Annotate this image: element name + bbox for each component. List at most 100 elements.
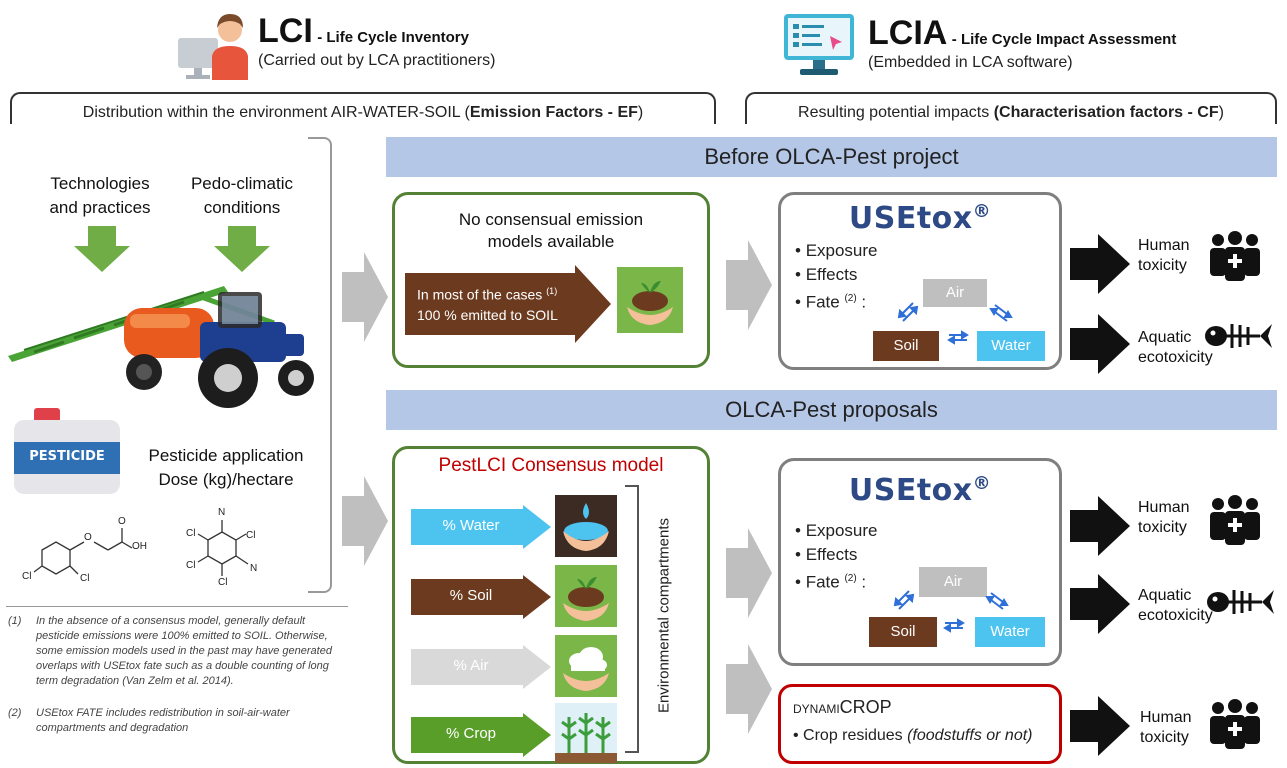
flow-arrow-before bbox=[342, 252, 388, 342]
water-chip: Water bbox=[975, 617, 1045, 647]
dynamicrop-box: DYNAMICROP • Crop residues (foodstuffs o… bbox=[778, 684, 1062, 764]
usetox-fate-colon: : bbox=[856, 572, 867, 592]
usetox-item-text: Exposure bbox=[805, 241, 878, 260]
usetox-fate-colon: : bbox=[856, 292, 867, 312]
lci-note: (Carried out by LCA practitioners) bbox=[258, 52, 496, 69]
fish-skeleton-icon bbox=[1205, 324, 1272, 348]
mol-atom: Cl bbox=[22, 571, 32, 582]
pedo-down-arrow bbox=[214, 226, 270, 272]
before-box-line1: No consensual emission bbox=[458, 210, 644, 229]
usetox-logo: USEtox® bbox=[781, 473, 1059, 508]
pestlci-title: PestLCI Consensus model bbox=[438, 455, 664, 476]
pedo-line1: Pedo-climatic bbox=[190, 174, 294, 193]
footnote-1-text: In the absence of a consensus model, gen… bbox=[36, 615, 332, 687]
human-line2: toxicity bbox=[1140, 729, 1189, 746]
lci-subtitle: - Life Cycle Inventory bbox=[317, 29, 469, 46]
dynamicrop-item-italic: (foodstuffs or not) bbox=[907, 727, 1033, 744]
usetox-item-exposure: • Exposure bbox=[795, 241, 878, 260]
left-bracket bbox=[308, 137, 332, 593]
lci-header: LCI - Life Cycle Inventory (Carried out … bbox=[170, 8, 570, 80]
human-toxicity-label: Human toxicity bbox=[1140, 708, 1192, 748]
air-arrow-label: % Air bbox=[453, 657, 489, 674]
lci-bracket bbox=[10, 92, 716, 124]
lcia-bar-text: Resulting potential impacts (Characteris… bbox=[745, 104, 1277, 122]
pesticide-label: PESTICIDE bbox=[29, 449, 105, 464]
tech-line1: Technologies bbox=[50, 174, 150, 193]
soil-arrow bbox=[411, 575, 551, 619]
lcia-note: (Embedded in LCA software) bbox=[868, 54, 1073, 71]
human-line2: toxicity bbox=[1138, 257, 1187, 274]
application-label: Pesticide application Dose (kg)/hectare bbox=[126, 444, 326, 492]
arrow-to-dynamicrop bbox=[726, 644, 772, 734]
usetox-item-text: Fate bbox=[805, 292, 840, 312]
lci-bar-end: ) bbox=[637, 104, 644, 121]
human-line2: toxicity bbox=[1138, 519, 1187, 536]
human-line1: Human bbox=[1140, 709, 1192, 726]
lcia-bracket bbox=[745, 92, 1277, 124]
dynamicrop-title: DYNAMICROP bbox=[793, 697, 892, 718]
arrow-to-usetox-before bbox=[726, 240, 772, 330]
water-chip: Water bbox=[977, 331, 1045, 361]
soil-in-hands-icon bbox=[617, 267, 683, 333]
people-icon bbox=[1210, 699, 1260, 749]
lcia-subtitle: - Life Cycle Impact Assessment bbox=[951, 31, 1177, 48]
footnote-separator bbox=[6, 606, 348, 607]
usetox-logo-text: USEtox bbox=[848, 473, 973, 508]
aquatic-line2: ecotoxicity bbox=[1138, 349, 1213, 366]
lcia-bar-end: ) bbox=[1218, 104, 1224, 121]
air-chip: Air bbox=[923, 279, 987, 307]
footnote-2-text: USEtox FATE includes redistribution in s… bbox=[36, 707, 290, 734]
mol-atom: Cl bbox=[186, 560, 196, 571]
fate-exchange-arrows bbox=[897, 302, 1013, 345]
before-emission-box: No consensual emission models available … bbox=[392, 192, 710, 368]
lci-bar-plain: Distribution within the environment AIR-… bbox=[82, 104, 470, 121]
usetox-item-fate: • Fate (2) : bbox=[795, 292, 867, 312]
tech-line2: and practices bbox=[49, 198, 151, 217]
usetox-list: • Exposure • Effects • Fate (2) : bbox=[795, 239, 878, 315]
usetox-box-proposals: USEtox® • Exposure • Effects • Fate (2) … bbox=[778, 458, 1062, 666]
before-box-line2: models available bbox=[487, 232, 615, 251]
molecule-structures bbox=[33, 520, 249, 576]
dynamicrop-title-small: DYNAMI bbox=[793, 702, 840, 716]
usetox-item-text: Exposure bbox=[805, 521, 878, 540]
mol-atom: N bbox=[218, 507, 226, 518]
mol-atom: Cl bbox=[218, 577, 228, 588]
before-arrow-line1: In most of the cases bbox=[417, 286, 543, 303]
water-arrow bbox=[411, 505, 551, 549]
aquatic-line1: Aquatic bbox=[1138, 587, 1192, 604]
usetox-item-text: Effects bbox=[805, 545, 858, 564]
before-box-title: No consensual emission models available bbox=[395, 209, 707, 253]
tech-label: Technologies and practices bbox=[30, 172, 170, 220]
lcia-title: LCIA bbox=[868, 14, 948, 52]
soil-hands-icon bbox=[555, 565, 617, 627]
application-line2: Dose (kg)/hectare bbox=[158, 470, 294, 489]
lci-title: LCI bbox=[258, 12, 313, 50]
impact-arrow-aquatic-before bbox=[1070, 314, 1130, 374]
mol-atom: Cl bbox=[80, 573, 90, 584]
crop-arrow-label: % Crop bbox=[445, 725, 497, 742]
footnote-1-num: (1) bbox=[8, 615, 22, 627]
pesticide-bottle: PESTICIDE bbox=[8, 408, 126, 496]
usetox-item-effects: • Effects bbox=[795, 545, 858, 564]
aquatic-ecotoxicity-label: Aquatic ecotoxicity bbox=[1138, 328, 1213, 368]
tech-down-arrow bbox=[74, 226, 130, 272]
usetox-item-text: Fate bbox=[805, 572, 840, 592]
people-icon bbox=[1210, 495, 1260, 545]
usetox-list: • Exposure • Effects • Fate (2) : bbox=[795, 519, 878, 595]
dynamicrop-item-text: Crop residues bbox=[803, 727, 903, 744]
cloud-hands-icon bbox=[555, 635, 617, 697]
before-soil-arrow bbox=[405, 265, 611, 343]
impact-arrow-human-before bbox=[1070, 234, 1130, 294]
aquatic-line2: ecotoxicity bbox=[1138, 607, 1213, 624]
usetox-logo: USEtox® bbox=[781, 201, 1059, 236]
band-proposals: OLCA-Pest proposals bbox=[386, 390, 1277, 430]
mol-atom: Cl bbox=[246, 530, 256, 541]
before-arrow-line2: 100 % emitted to SOIL bbox=[417, 306, 558, 323]
usetox-item-effects: • Effects bbox=[795, 265, 858, 284]
lci-bar-bold: Emission Factors - EF bbox=[469, 104, 638, 121]
human-toxicity-label: Human toxicity bbox=[1138, 498, 1190, 538]
people-icon bbox=[1210, 231, 1260, 281]
crop-plants-icon bbox=[555, 703, 617, 763]
human-toxicity-label: Human toxicity bbox=[1138, 236, 1190, 276]
water-hands-icon bbox=[555, 495, 617, 557]
